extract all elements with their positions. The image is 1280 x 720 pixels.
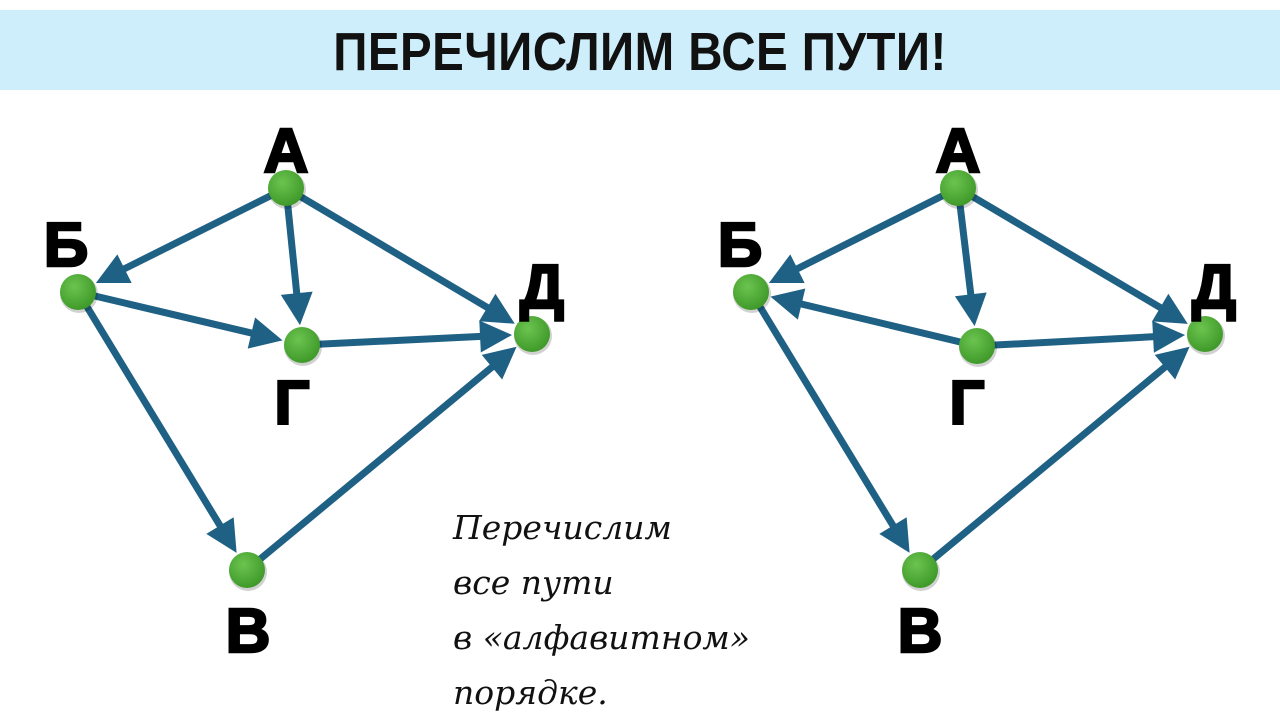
title-banner — [0, 10, 1280, 90]
graph-right: А Б В Г Д — [716, 116, 1237, 668]
arrowhead-icon — [1154, 346, 1190, 380]
instruction-note: Перечислим все пути в «алфавитном» поряд… — [453, 500, 750, 720]
edge-line — [80, 299, 226, 531]
edge-line — [955, 198, 975, 299]
node-B — [733, 274, 769, 310]
edge-V-D — [926, 346, 1190, 566]
arrowhead-icon — [479, 293, 515, 324]
arrowhead-icon — [206, 517, 237, 553]
edge-B-V — [753, 299, 910, 553]
node-label: Г — [274, 369, 309, 438]
edge-G-D — [312, 320, 513, 353]
node-D — [1187, 316, 1223, 352]
node-V — [229, 552, 265, 588]
arrowhead-icon — [879, 517, 910, 553]
edge-A-D — [965, 190, 1188, 324]
node-D — [514, 316, 550, 352]
node-A — [940, 170, 976, 206]
edge-line — [283, 198, 301, 298]
edge-V-D — [253, 346, 517, 566]
edge-line — [987, 333, 1158, 349]
edge-A-G — [954, 198, 987, 327]
edge-A-D — [293, 190, 515, 324]
node-B — [60, 274, 96, 310]
edge-A-B — [95, 189, 278, 284]
note-line: в «алфавитном» — [453, 618, 750, 657]
arrowhead-icon — [768, 254, 805, 284]
graph-left: А Б В Г Д — [42, 116, 565, 668]
edge-A-G — [280, 198, 313, 326]
edge-B-G — [87, 291, 283, 349]
edge-line — [792, 189, 950, 274]
node-label: Д — [1192, 253, 1236, 322]
arrowhead-icon — [247, 317, 283, 349]
edge-line — [753, 299, 899, 531]
node-label: Г — [949, 369, 984, 438]
edge-line — [312, 332, 485, 348]
arrowhead-icon — [1152, 293, 1188, 324]
arrowhead-icon — [1152, 320, 1186, 353]
node-label: Д — [520, 253, 564, 322]
edge-line — [87, 291, 257, 338]
edge-line — [926, 361, 1171, 566]
arrowhead-icon — [95, 254, 132, 284]
node-label: А — [264, 117, 309, 186]
arrowhead-icon — [770, 288, 806, 320]
note-line: Перечислим — [453, 508, 672, 547]
edge-line — [119, 189, 278, 274]
edge-line — [796, 299, 968, 347]
node-label: Б — [44, 211, 89, 280]
edge-line — [293, 190, 493, 313]
edge-B-V — [80, 299, 237, 553]
arrowhead-icon — [954, 292, 987, 327]
edge-line — [965, 190, 1166, 313]
node-label: В — [898, 597, 943, 666]
node-label: А — [936, 117, 981, 186]
edge-A-B — [768, 189, 950, 284]
edge-line — [253, 361, 498, 566]
arrowhead-icon — [479, 320, 513, 353]
node-V — [902, 552, 938, 588]
slide-title: ПЕРЕЧИСЛИМ ВСЕ ПУТИ! — [333, 22, 947, 82]
arrowhead-icon — [280, 291, 313, 326]
arrowhead-icon — [481, 346, 517, 380]
edge-G-B — [770, 288, 968, 347]
node-G — [284, 327, 320, 363]
note-line: порядке. — [453, 673, 608, 712]
node-label: В — [226, 597, 271, 666]
node-G — [959, 328, 995, 364]
note-line: все пути — [453, 563, 614, 602]
edge-G-D — [987, 320, 1186, 353]
node-A — [268, 170, 304, 206]
node-label: Б — [718, 211, 763, 280]
